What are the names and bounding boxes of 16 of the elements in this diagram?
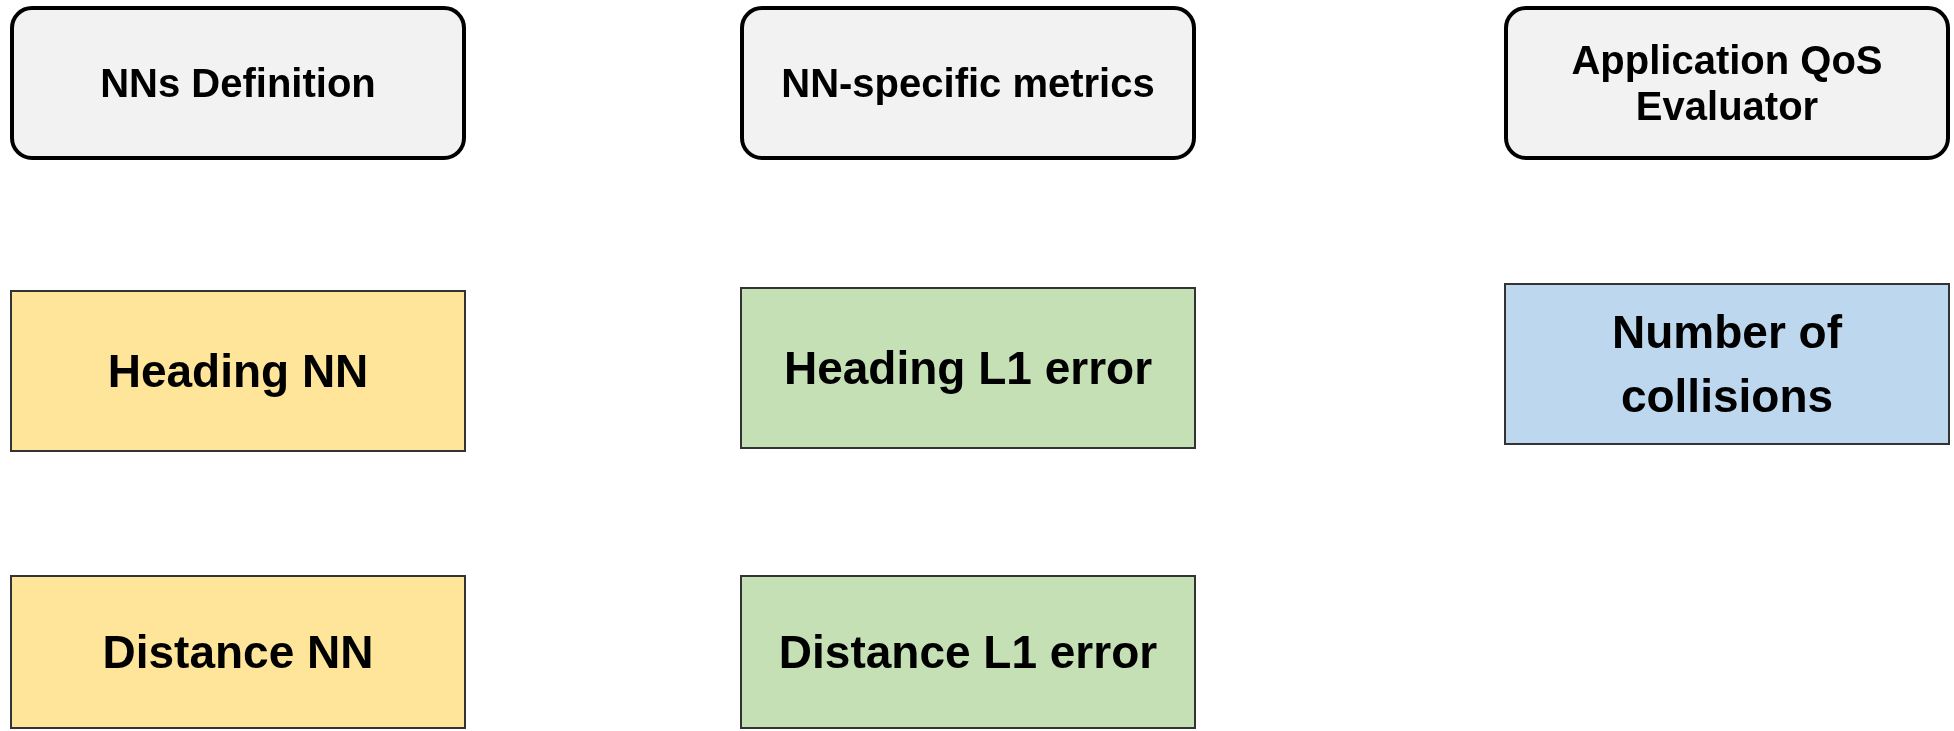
box-label: Application QoS Evaluator — [1570, 37, 1884, 129]
box-label: Heading NN — [106, 343, 370, 399]
metric-box — [740, 287, 1196, 449]
header-box — [740, 6, 1196, 160]
network-box — [10, 575, 466, 729]
box-label: NN-specific metrics — [780, 60, 1156, 106]
header-box — [1504, 6, 1950, 160]
box-label: NNs Definition — [99, 60, 377, 106]
box-label: Number of collisions — [1611, 304, 1844, 424]
network-box — [10, 290, 466, 452]
metric-box — [740, 575, 1196, 729]
box-label: Distance L1 error — [777, 624, 1159, 680]
header-box — [10, 6, 466, 160]
metric-box — [1504, 283, 1950, 445]
box-label: Heading L1 error — [782, 340, 1154, 396]
box-label: Distance NN — [101, 624, 375, 680]
